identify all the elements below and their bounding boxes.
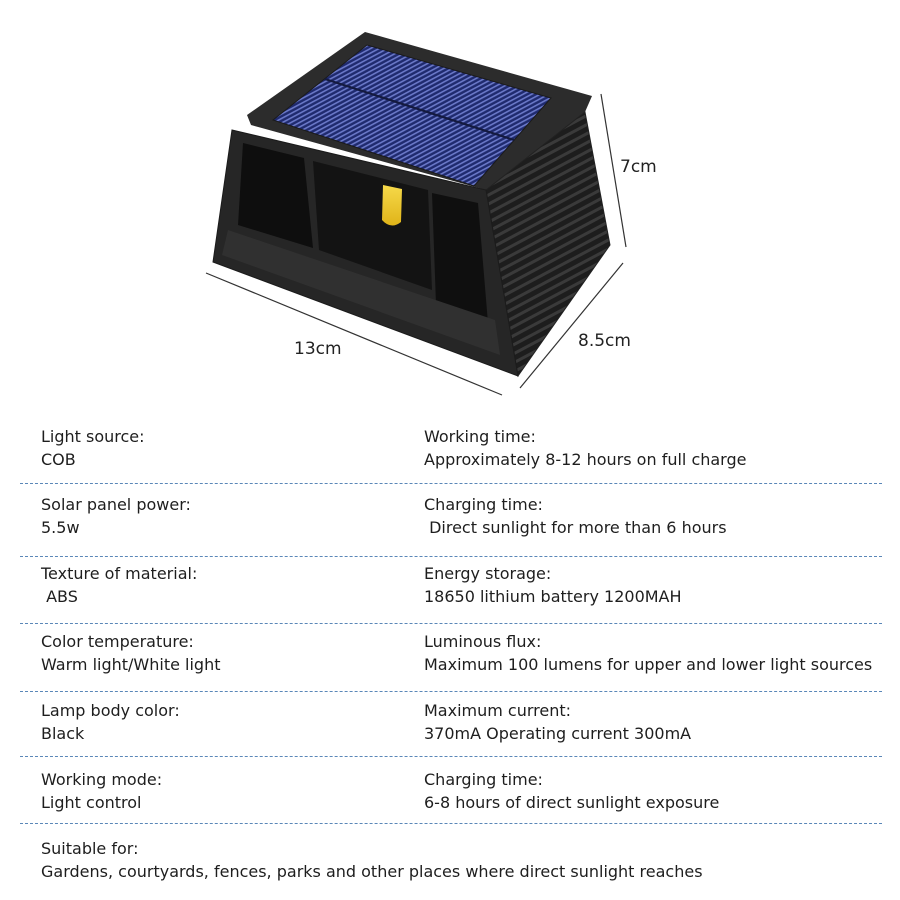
product-illustration: 13cm 7cm 8.5cm xyxy=(0,0,900,410)
spec-value: Direct sunlight for more than 6 hours xyxy=(424,518,727,537)
height-label: 7cm xyxy=(620,157,657,177)
solar-light-image xyxy=(205,32,627,396)
left-window xyxy=(238,143,313,248)
spec-value: Light control xyxy=(41,793,142,812)
spec-lamp-body-color: Lamp body color: Black xyxy=(41,699,180,745)
spec-label: Maximum current: xyxy=(424,701,572,720)
spec-solar-panel-power: Solar panel power: 5.5w xyxy=(41,493,191,539)
spec-label: Working time: xyxy=(424,427,536,446)
dashed-separator xyxy=(20,756,882,757)
spec-label: Solar panel power: xyxy=(41,495,191,514)
spec-light-source: Light source: COB xyxy=(41,425,145,471)
spec-value: Approximately 8-12 hours on full charge xyxy=(424,450,747,469)
spec-label: Color temperature: xyxy=(41,632,194,651)
solar-panel-icon xyxy=(271,44,552,187)
spec-charging-time: Charging time: Direct sunlight for more … xyxy=(424,493,727,539)
spec-color-temperature: Color temperature: Warm light/White ligh… xyxy=(41,630,221,676)
spec-value: Black xyxy=(41,724,85,743)
front-lip xyxy=(222,230,500,355)
spec-label: Charging time: xyxy=(424,495,543,514)
spec-label: Light source: xyxy=(41,427,145,446)
spec-value: Gardens, courtyards, fences, parks and o… xyxy=(41,862,703,881)
spec-maximum-current: Maximum current: 370mA Operating current… xyxy=(424,699,691,745)
spec-label: Lamp body color: xyxy=(41,701,180,720)
spec-working-mode: Working mode: Light control xyxy=(41,768,162,814)
dashed-separator xyxy=(20,691,882,692)
spec-value: COB xyxy=(41,450,76,469)
spec-value: 5.5w xyxy=(41,518,80,537)
dashed-separator xyxy=(20,483,882,484)
spec-value: 6-8 hours of direct sunlight exposure xyxy=(424,793,720,812)
dashed-separator xyxy=(20,623,882,624)
dashed-separator xyxy=(20,556,882,557)
length-dimension-line xyxy=(205,272,503,396)
spec-value: Maximum 100 lumens for upper and lower l… xyxy=(424,655,873,674)
center-window xyxy=(313,161,432,290)
spec-luminous-flux: Luminous flux: Maximum 100 lumens for up… xyxy=(424,630,872,676)
depth-dimension-line xyxy=(519,262,624,389)
spec-charging-time-2: Charging time: 6-8 hours of direct sunli… xyxy=(424,768,719,814)
spec-value: ABS xyxy=(41,587,78,606)
height-dimension-line xyxy=(600,93,627,248)
spec-label: Texture of material: xyxy=(41,564,198,583)
spec-label: Charging time: xyxy=(424,770,543,789)
spec-material: Texture of material: ABS xyxy=(41,562,197,608)
spec-value: 370mA Operating current 300mA xyxy=(424,724,692,743)
cob-light-icon xyxy=(382,185,402,226)
depth-label: 8.5cm xyxy=(578,331,631,351)
spec-label: Luminous flux: xyxy=(424,632,542,651)
spec-value: Warm light/White light xyxy=(41,655,221,674)
spec-energy-storage: Energy storage: 18650 lithium battery 12… xyxy=(424,562,682,608)
right-window xyxy=(432,193,488,323)
spec-suitable-for: Suitable for: Gardens, courtyards, fence… xyxy=(41,837,703,883)
spec-label: Energy storage: xyxy=(424,564,552,583)
spec-label: Suitable for: xyxy=(41,839,139,858)
length-label: 13cm xyxy=(294,339,342,359)
spec-value: 18650 lithium battery 1200MAH xyxy=(424,587,682,606)
panel-divider xyxy=(324,77,515,142)
spec-label: Working mode: xyxy=(41,770,163,789)
spec-working-time: Working time: Approximately 8-12 hours o… xyxy=(424,425,746,471)
dashed-separator xyxy=(20,823,882,824)
